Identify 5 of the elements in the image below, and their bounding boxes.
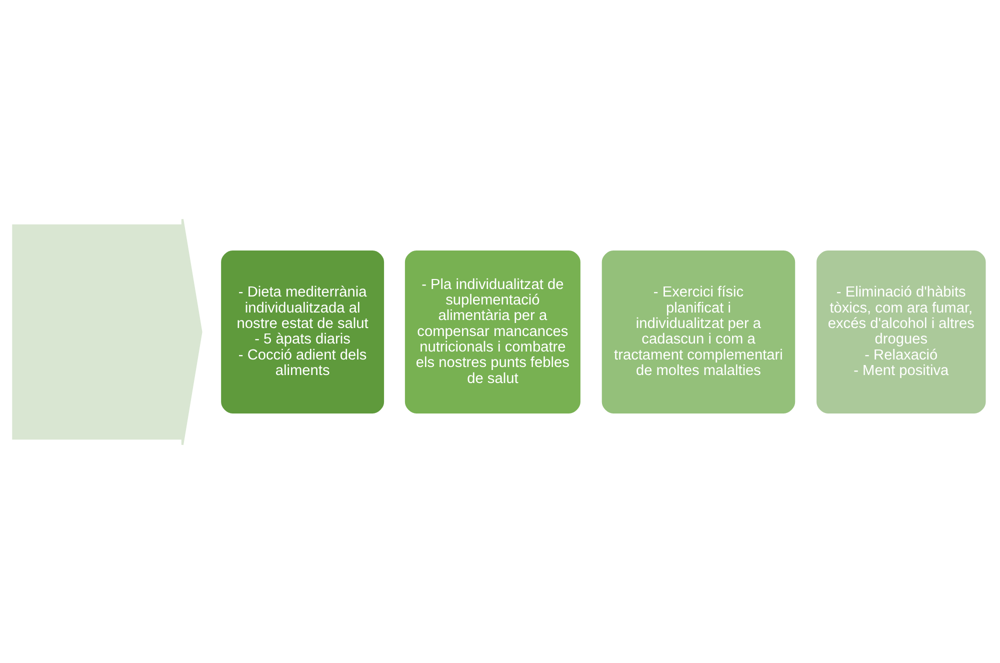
node-box: - Pla individualitzat de suplementació alimentària per a compensar mancances nutricionals i combatre els nostres punts febles de salut bbox=[402, 248, 583, 416]
node-box: - Exercici físic planificat i individualitzat per a cadascun i com a tractament complementari de moltes malalties bbox=[600, 248, 798, 416]
node-arrow bbox=[12, 218, 202, 446]
node-box: - Dieta mediterrània individualitzada al nostre estat de salut - 5 àpats diaris - Cocció adient dels aliments bbox=[219, 248, 386, 416]
node-box: - Eliminació d'hàbits tòxics, com ara fumar, excés d'alcohol i altres drogues - Relaxació - Ment positiva bbox=[814, 248, 988, 416]
